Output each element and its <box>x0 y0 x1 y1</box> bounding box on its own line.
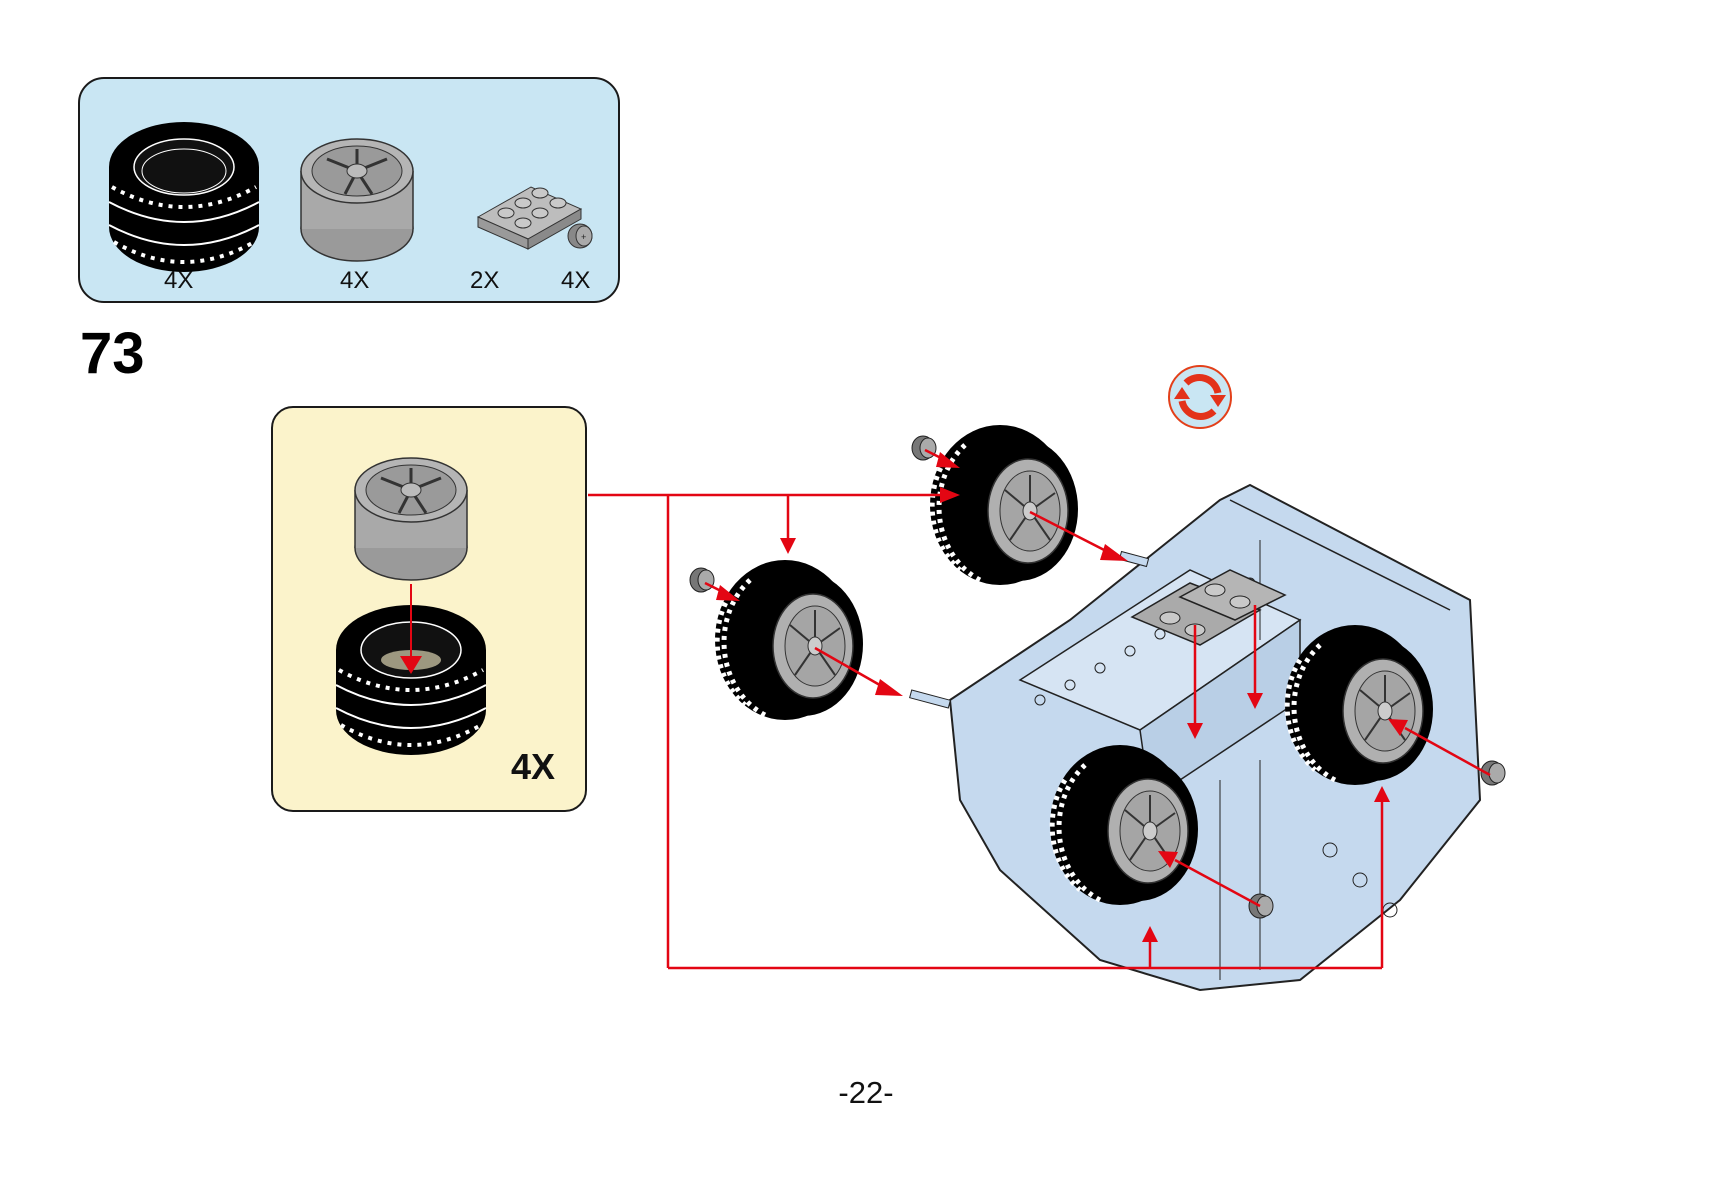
wheel-assembly-rear-left <box>930 425 1078 585</box>
page-number: -22- <box>838 1075 894 1110</box>
wheel-assembly-front-left <box>715 560 863 720</box>
wheel-assembly-rear-right <box>1285 625 1433 785</box>
bush-part <box>1248 893 1274 919</box>
svg-text:+: + <box>581 232 586 242</box>
vehicle-chassis <box>909 483 1482 992</box>
sub-assembly-box: 4X <box>271 406 587 812</box>
sub-assembly-quantity: 4X <box>510 746 555 787</box>
sub-assembly-illustration <box>335 457 487 755</box>
bush-part <box>911 435 937 461</box>
bush-part <box>1480 760 1506 786</box>
rotate-model-icon <box>1168 365 1232 429</box>
parts-illustrations: + <box>108 122 593 272</box>
plate-icon <box>476 186 583 250</box>
wheel-assembly-front-right <box>1050 745 1198 905</box>
bush-icon: + <box>567 223 593 249</box>
plate-attached <box>1130 569 1287 646</box>
parts-list-box: + 4X 4X 2X 4X <box>78 77 620 303</box>
assembly-arrows <box>588 448 1491 970</box>
step-number: 73 <box>80 321 145 386</box>
bush-quantity: 4X <box>561 267 591 294</box>
bush-part <box>689 567 715 593</box>
wheel-rim-quantity: 4X <box>340 267 370 294</box>
wheel-rim-icon <box>354 457 468 581</box>
plate-quantity: 2X <box>470 267 500 294</box>
insert-arrow <box>400 584 422 674</box>
tire-quantity: 4X <box>164 267 194 294</box>
tire-icon <box>108 122 260 272</box>
wheel-rim-icon <box>300 138 414 262</box>
